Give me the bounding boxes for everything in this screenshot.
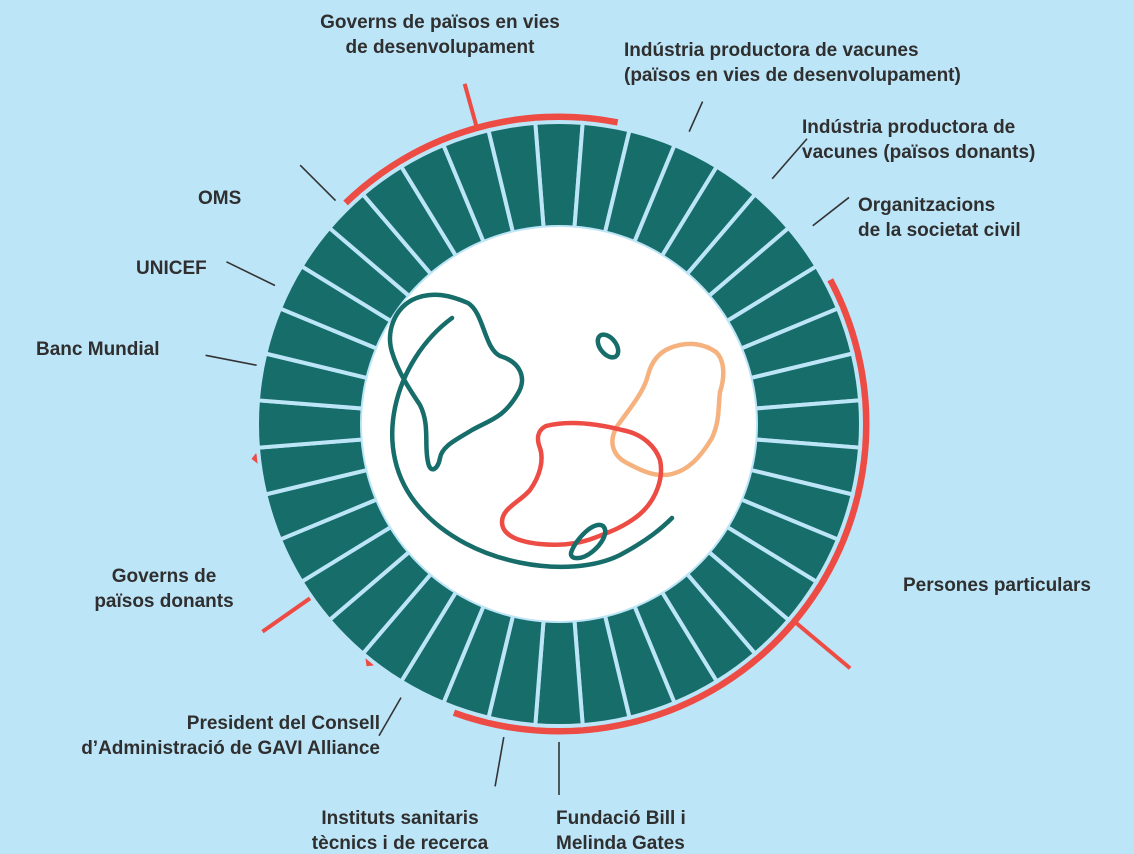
leader-unicef: [226, 261, 276, 287]
label-industria-dev: Indústria productora de vacunes(països e…: [624, 40, 961, 86]
leader-industria-donants: [771, 138, 808, 180]
leader-banc-mundial: [205, 354, 257, 367]
red-arc-individuals: [452, 278, 870, 735]
continent-africa: [499, 420, 664, 547]
island-loop: [568, 522, 608, 561]
leader-president: [378, 697, 402, 737]
island-small: [595, 332, 621, 360]
red-tick-individuals: [787, 615, 852, 670]
leader-oms: [299, 164, 337, 202]
world-map-icon: [387, 292, 726, 570]
red-tick-developing-governments: [462, 83, 481, 136]
label-oms: OMS: [198, 188, 242, 209]
label-banc-mundial: Banc Mundial: [36, 339, 160, 360]
red-tick-donor-governments: [261, 594, 315, 634]
globe-outline-curve: [389, 315, 675, 570]
leader-organitzacions: [812, 196, 850, 227]
leader-industria-dev: [688, 101, 704, 132]
red-arc-developing-governments: [343, 113, 619, 206]
continent-americas: [387, 292, 525, 472]
label-unicef: UNICEF: [136, 258, 207, 279]
continent-asia: [610, 341, 726, 478]
leader-lines: [205, 101, 850, 795]
label-persones: Persones particulars: [903, 575, 1091, 596]
leader-instituts: [494, 737, 505, 787]
